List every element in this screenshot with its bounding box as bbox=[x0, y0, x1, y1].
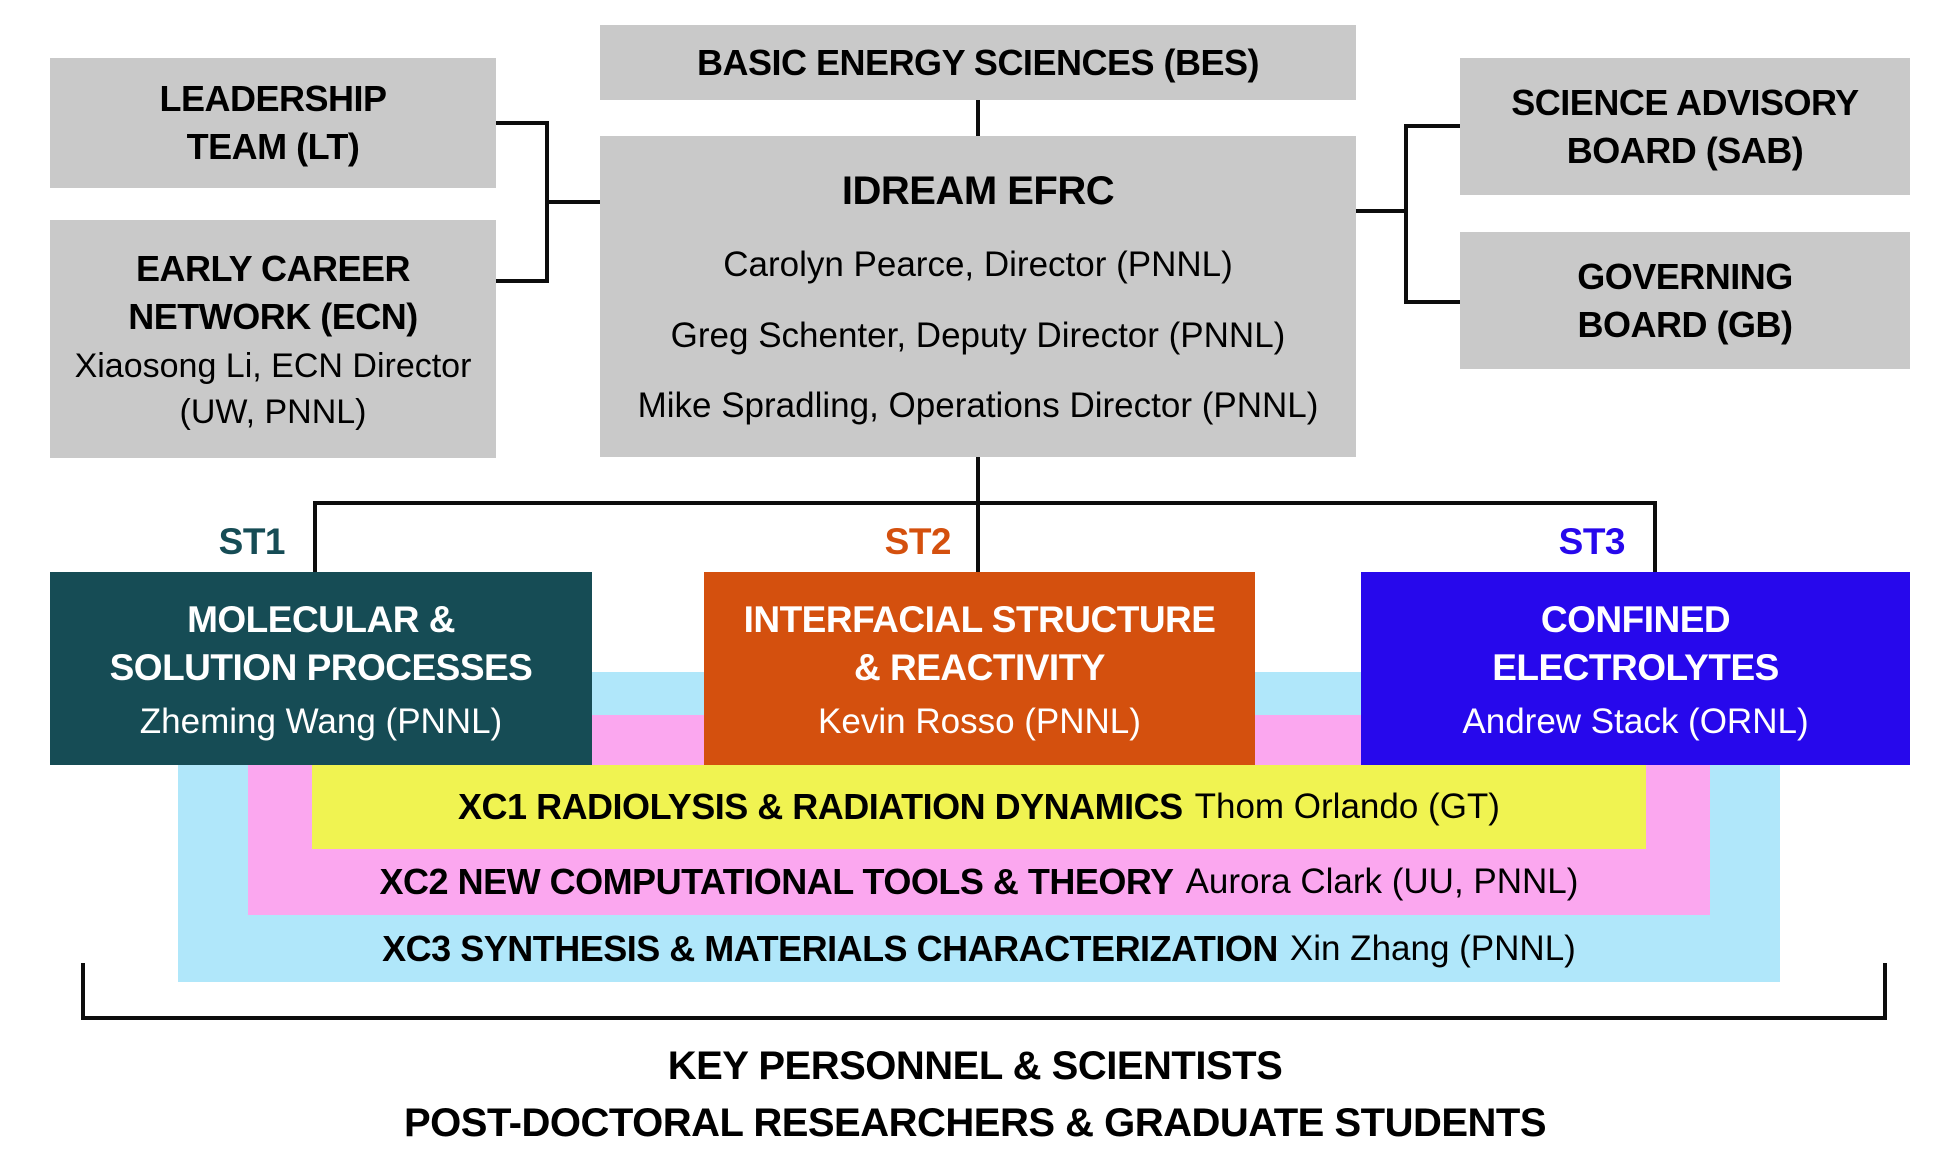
connector-bes-idream bbox=[976, 100, 980, 136]
leadership-team-title-line2: TEAM (LT) bbox=[186, 126, 360, 167]
bracket-bottom-horizontal bbox=[81, 1016, 1887, 1020]
connector-lt-stub bbox=[496, 121, 549, 125]
science-advisory-board-box: SCIENCE ADVISORY BOARD (SAB) bbox=[1460, 58, 1910, 195]
st3-title-line2: ELECTROLYTES bbox=[1492, 646, 1779, 688]
xc2-lead: Aurora Clark (UU, PNNL) bbox=[1185, 862, 1579, 901]
st2-lead: Kevin Rosso (PNNL) bbox=[818, 701, 1141, 741]
xc1-row: XC1 RADIOLYSIS & RADIATION DYNAMICS Thom… bbox=[312, 765, 1646, 849]
footer-text: KEY PERSONNEL & SCIENTISTS POST-DOCTORAL… bbox=[0, 1038, 1950, 1152]
st1-title-line2: SOLUTION PROCESSES bbox=[109, 646, 533, 688]
xc1-title: XC1 RADIOLYSIS & RADIATION DYNAMICS bbox=[458, 786, 1183, 827]
ecn-title-line1: EARLY CAREER bbox=[135, 248, 411, 289]
sab-title-line2: BOARD (SAB) bbox=[1566, 129, 1804, 171]
idream-title: IDREAM EFRC bbox=[841, 168, 1115, 213]
leadership-team-title-line1: LEADERSHIP bbox=[159, 78, 387, 119]
xc1-lead: Thom Orlando (GT) bbox=[1194, 787, 1500, 826]
connector-ecn-stub bbox=[496, 279, 549, 283]
ecn-title-line2: NETWORK (ECN) bbox=[128, 296, 418, 337]
footer-line1: KEY PERSONNEL & SCIENTISTS bbox=[667, 1044, 1283, 1088]
st3-label: ST3 bbox=[1558, 521, 1626, 562]
ecn-director-line2: (UW, PNNL) bbox=[179, 393, 367, 431]
xc2-row: XC2 NEW COMPUTATIONAL TOOLS & THEORY Aur… bbox=[248, 849, 1710, 915]
bes-title: BASIC ENERGY SCIENCES (BES) bbox=[697, 41, 1259, 83]
connector-right-bracket-vertical bbox=[1404, 124, 1408, 304]
st1-lead: Zheming Wang (PNNL) bbox=[139, 701, 503, 741]
xc3-title: XC3 SYNTHESIS & MATERIALS CHARACTERIZATI… bbox=[382, 927, 1278, 969]
ecn-director-line1: Xiaosong Li, ECN Director bbox=[74, 347, 472, 385]
idream-operations-director: Mike Spradling, Operations Director (PNN… bbox=[637, 386, 1319, 426]
st3-confined-electrolytes-box: CONFINED ELECTROLYTES Andrew Stack (ORNL… bbox=[1361, 572, 1910, 765]
idream-efrc-box: IDREAM EFRC Carolyn Pearce, Director (PN… bbox=[600, 136, 1356, 457]
connector-idream-to-right-bracket bbox=[1356, 209, 1408, 213]
bracket-bottom-right-vertical bbox=[1883, 963, 1887, 1020]
early-career-network-box: EARLY CAREER NETWORK (ECN) Xiaosong Li, … bbox=[50, 220, 496, 458]
gb-title-line2: BOARD (GB) bbox=[1577, 303, 1793, 345]
st1-molecular-solution-processes-box: MOLECULAR & SOLUTION PROCESSES Zheming W… bbox=[50, 572, 592, 765]
connector-gb-stub bbox=[1404, 300, 1460, 304]
xc2-title: XC2 NEW COMPUTATIONAL TOOLS & THEORY bbox=[379, 861, 1175, 902]
xc3-lead: Xin Zhang (PNNL) bbox=[1289, 928, 1576, 968]
xc1-bar-background bbox=[312, 765, 1646, 849]
basic-energy-sciences-box: BASIC ENERGY SCIENCES (BES) bbox=[600, 25, 1356, 100]
connector-idream-to-st-vertical bbox=[976, 457, 980, 505]
connector-left-bracket-to-idream bbox=[545, 200, 604, 204]
sab-title-line1: SCIENCE ADVISORY bbox=[1511, 81, 1859, 123]
xc3-row: XC3 SYNTHESIS & MATERIALS CHARACTERIZATI… bbox=[178, 915, 1780, 982]
footer-line2: POST-DOCTORAL RESEARCHERS & GRADUATE STU… bbox=[403, 1101, 1547, 1145]
st3-lead: Andrew Stack (ORNL) bbox=[1462, 701, 1809, 741]
connector-st3-drop bbox=[1653, 501, 1657, 572]
st1-label: ST1 bbox=[218, 521, 286, 562]
st2-title-line2: & REACTIVITY bbox=[854, 646, 1105, 688]
st2-title-line1: INTERFACIAL STRUCTURE bbox=[743, 598, 1216, 640]
connector-sab-stub bbox=[1404, 124, 1460, 128]
idream-deputy-director: Greg Schenter, Deputy Director (PNNL) bbox=[670, 315, 1286, 355]
st1-title-line1: MOLECULAR & bbox=[187, 598, 455, 640]
idream-director: Carolyn Pearce, Director (PNNL) bbox=[723, 245, 1233, 285]
connector-st1-drop bbox=[313, 501, 317, 572]
governing-board-box: GOVERNING BOARD (GB) bbox=[1460, 232, 1910, 369]
st2-interfacial-structure-reactivity-box: INTERFACIAL STRUCTURE & REACTIVITY Kevin… bbox=[704, 572, 1255, 765]
st3-title-line1: CONFINED bbox=[1540, 598, 1731, 640]
gb-title-line1: GOVERNING bbox=[1577, 255, 1793, 297]
connector-st2-drop bbox=[976, 501, 980, 572]
leadership-team-box: LEADERSHIP TEAM (LT) bbox=[50, 58, 496, 188]
st2-label: ST2 bbox=[884, 521, 952, 562]
bracket-bottom-left-vertical bbox=[81, 963, 85, 1020]
connector-st-horizontal bbox=[313, 501, 1657, 505]
